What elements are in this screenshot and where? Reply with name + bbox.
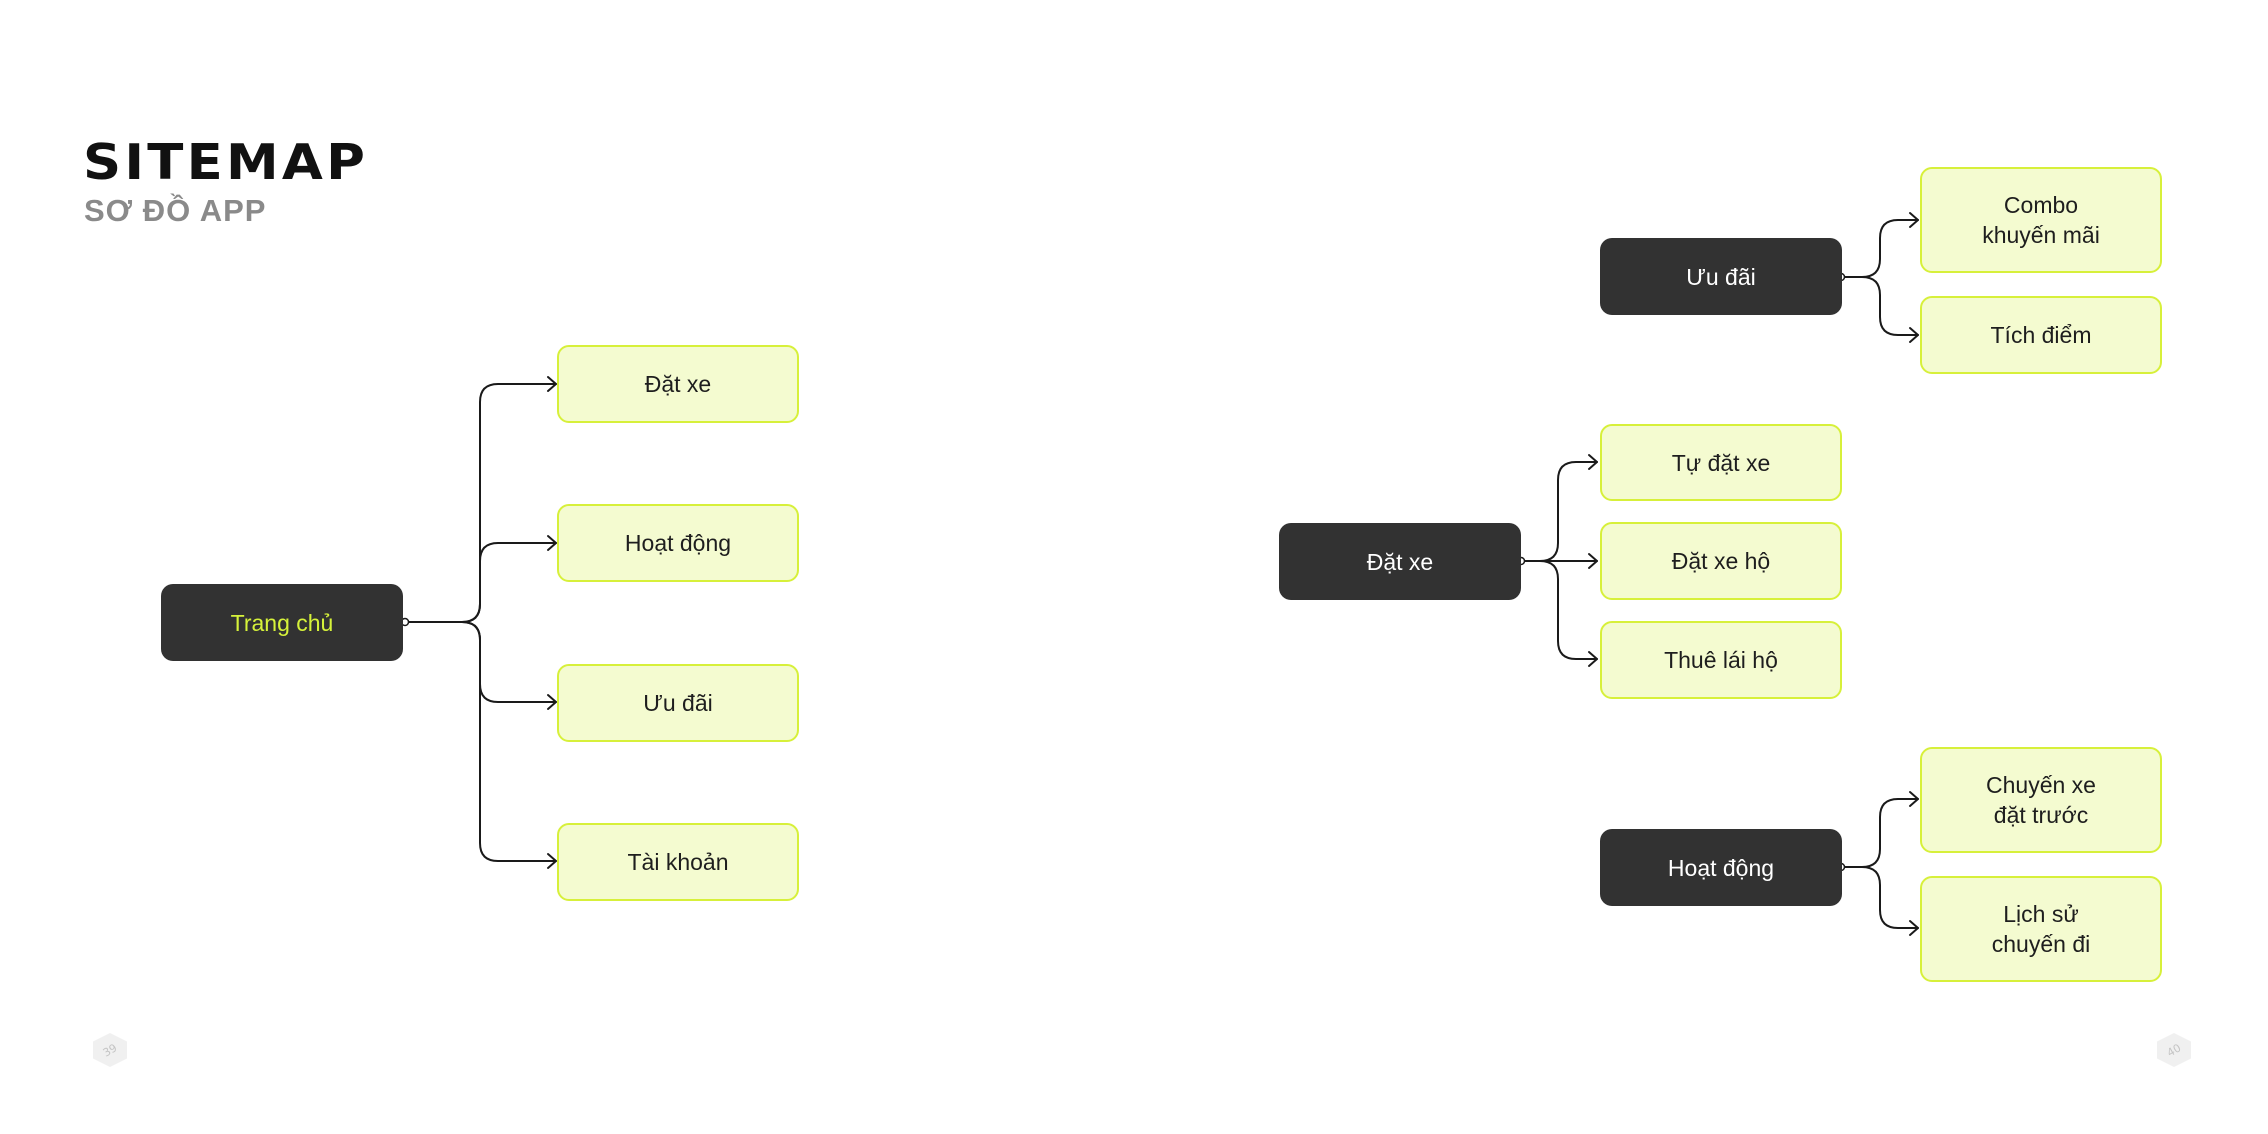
node-dat-xe[interactable]: Đặt xe <box>557 345 799 423</box>
arrowhead-main-4 <box>547 853 557 869</box>
page-number-left: 39 <box>93 1033 127 1067</box>
node-thue-lai-ho[interactable]: Thuê lái hộ <box>1600 621 1842 699</box>
arrowhead-main-1 <box>547 376 557 392</box>
page-subtitle: SƠ ĐỒ APP <box>84 193 267 228</box>
connector-hoatdong-1 <box>1840 798 1919 868</box>
node-label: Trang chủ <box>230 609 334 636</box>
connector-uudai-2 <box>1861 276 1919 336</box>
page-title: SITEMAP <box>83 134 369 191</box>
node-label: Ưu đãi <box>1686 263 1756 290</box>
node-chuyen-xe-dat-truoc[interactable]: Chuyến xe đặt trước <box>1920 747 2162 853</box>
arrowhead-uudai-1 <box>1909 212 1919 228</box>
node-combo-khuyen-mai[interactable]: Combo khuyến mãi <box>1920 167 2162 273</box>
node-label: Hoạt động <box>624 530 732 556</box>
arrowhead-hoatdong-2 <box>1909 920 1919 936</box>
node-lich-su-chuyen-di[interactable]: Lịch sử chuyến đi <box>1920 876 2162 982</box>
node-label: Chuyến xe đặt trước <box>1986 772 2096 828</box>
node-label: Tự đặt xe <box>1671 449 1771 476</box>
node-uu-dai[interactable]: Ưu đãi <box>557 664 799 742</box>
node-dat-xe-root[interactable]: Đặt xe <box>1279 523 1521 600</box>
arrowhead-datxe-3 <box>1588 651 1598 667</box>
node-trang-chu[interactable]: Trang chủ <box>161 584 403 661</box>
arrowhead-datxe-2 <box>1588 553 1598 569</box>
connector-hoatdong-2 <box>1861 866 1919 929</box>
connector-main-3 <box>461 621 557 703</box>
node-label: Đặt xe <box>1366 548 1434 575</box>
node-label: Tài khoản <box>627 849 729 875</box>
node-tich-diem[interactable]: Tích điểm <box>1920 296 2162 374</box>
connector-uudai-1 <box>1840 219 1919 278</box>
arrowhead-main-2 <box>547 535 557 551</box>
node-label: Tích điểm <box>1990 322 2092 348</box>
node-label: Đặt xe <box>644 371 712 397</box>
connector-datxe-3 <box>1539 560 1598 660</box>
node-tai-khoan[interactable]: Tài khoản <box>557 823 799 901</box>
connector-main-4 <box>461 621 557 862</box>
arrowhead-main-3 <box>547 694 557 710</box>
node-tu-dat-xe[interactable]: Tự đặt xe <box>1600 424 1842 501</box>
node-label: Hoạt động <box>1667 854 1775 881</box>
node-label: Lịch sử chuyến đi <box>1991 901 2091 957</box>
arrowhead-datxe-1 <box>1588 454 1598 470</box>
node-label: Thuê lái hộ <box>1664 647 1778 673</box>
node-label: Đặt xe hộ <box>1671 548 1771 574</box>
node-dat-xe-ho[interactable]: Đặt xe hộ <box>1600 522 1842 600</box>
node-label: Combo khuyến mãi <box>1982 192 2100 248</box>
arrowhead-uudai-2 <box>1909 327 1919 343</box>
cube-icon <box>2157 1033 2191 1067</box>
connector-main-2 <box>461 542 557 623</box>
page-number-right: 40 <box>2157 1033 2191 1067</box>
arrowhead-hoatdong-1 <box>1909 791 1919 807</box>
node-label: Ưu đãi <box>643 690 713 716</box>
node-hoat-dong[interactable]: Hoạt động <box>557 504 799 582</box>
node-hoat-dong-root[interactable]: Hoạt động <box>1600 829 1842 906</box>
node-uu-dai-root[interactable]: Ưu đãi <box>1600 238 1842 315</box>
connector-datxe-1 <box>1520 461 1598 562</box>
